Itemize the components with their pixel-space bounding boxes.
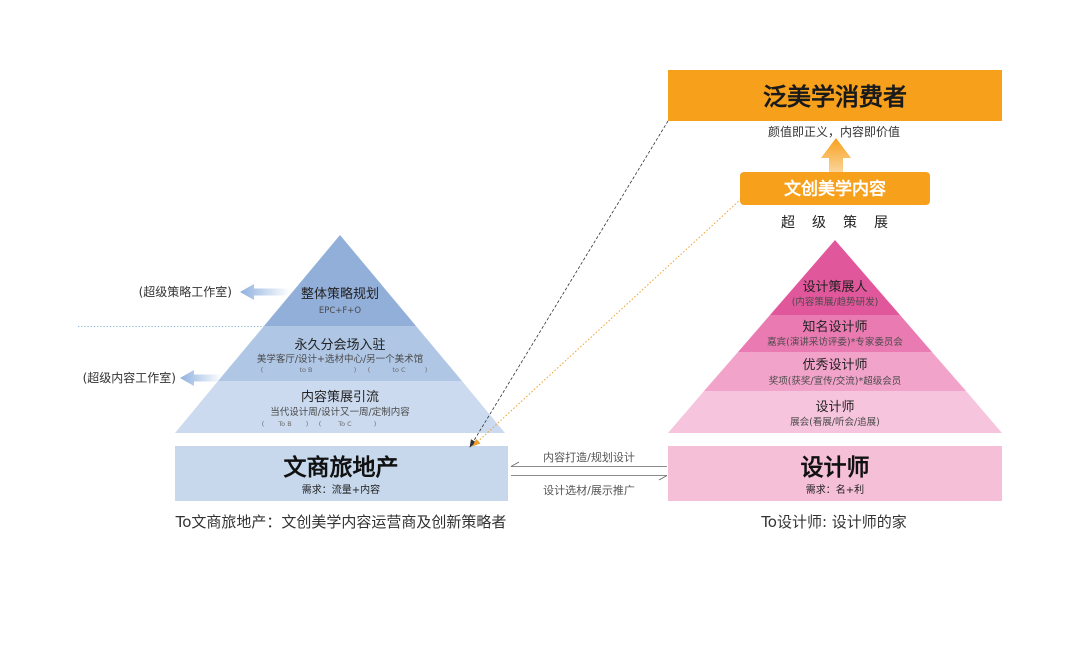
content-studio-label: (超级内容工作室)	[83, 370, 176, 385]
right-base-need: 需求：名+利	[806, 483, 864, 496]
tag-open-paren: (	[261, 366, 264, 374]
content-box: 文创美学内容	[740, 172, 930, 205]
right-pyramid: 设计策展人 (内容策展/趋势研发) 知名设计师 嘉宾(演讲采访评委)*专家委员会…	[668, 240, 1002, 433]
right-layer-sub: 展会(看展/听会/追展)	[790, 416, 880, 428]
consumer-block: 泛美学消费者 颜值即正义，内容即价值	[668, 70, 1002, 139]
content-studio-arrow-icon	[180, 370, 222, 386]
curation-label: 超级策展	[781, 214, 905, 231]
right-pyramid-layer-curator	[770, 240, 900, 315]
right-pyramid-layer-excellent	[704, 352, 966, 391]
tag-open-paren: (	[319, 420, 322, 428]
right-pyramid-layer-designer	[668, 391, 1002, 433]
left-pyramid: 整体策略规划 EPC+F+O 永久分会场入驻 美学客厅/设计+选材中心/另一个美…	[175, 235, 505, 433]
left-pyramid-layer-content	[175, 381, 505, 433]
strategy-studio-arrow-icon	[240, 284, 290, 300]
tag-label: To B	[277, 420, 291, 428]
right-base-title: 设计师	[801, 455, 870, 481]
tag-close-paren: )	[425, 366, 428, 374]
content-to-left-dotted-arrow	[472, 198, 742, 447]
consumer-title: 泛美学消费者	[763, 83, 907, 111]
exchange-to-left-label: 内容打造/规划设计	[543, 450, 635, 464]
right-layer-title: 知名设计师	[802, 319, 867, 335]
exchange-to-right-label: 设计选材/展示推广	[543, 483, 635, 497]
left-layer-title: 内容策展引流	[301, 389, 379, 405]
right-layer-sub: (内容策展/趋势研发)	[792, 296, 879, 308]
right-layer-sub: 嘉宾(演讲采访评委)*专家委员会	[767, 336, 903, 348]
right-base-block: 设计师 需求：名+利	[668, 446, 1002, 501]
tag-open-paren: (	[368, 366, 371, 374]
consumer-rect	[668, 70, 1002, 121]
tag-label: to B	[299, 366, 312, 374]
right-layer-title: 设计师	[815, 400, 854, 415]
tag-close-paren: )	[306, 420, 309, 428]
content-box-label: 文创美学内容	[784, 179, 886, 200]
left-base-need: 需求：流量+内容	[302, 483, 380, 496]
right-layer-title: 优秀设计师	[802, 358, 867, 373]
tag-close-paren: )	[354, 366, 357, 374]
left-layer-title: 永久分会场入驻	[294, 338, 385, 353]
left-base-block: 文商旅地产 需求：流量+内容	[175, 446, 508, 501]
left-base-rect	[175, 446, 508, 501]
content-box-rect	[740, 172, 930, 205]
right-base-rect	[668, 446, 1002, 501]
right-pyramid-layer-famous	[738, 315, 932, 352]
left-layer-sub: EPC+F+O	[319, 306, 362, 316]
right-layer-sub: 奖项(获奖/宣传/交流)*超级会员	[769, 375, 902, 387]
right-caption: To设计师: 设计师的家	[760, 513, 907, 531]
left-layer-title: 整体策略规划	[301, 286, 379, 302]
left-pyramid-layer-strategy	[264, 235, 416, 326]
left-base-title: 文商旅地产	[284, 454, 399, 481]
consumer-to-left-dashed-arrow	[469, 120, 669, 448]
tag-label: to C	[392, 366, 406, 374]
exchange-to-left-barb	[510, 461, 520, 467]
left-pyramid-layer-venue	[218, 326, 462, 381]
left-layer-sub: 当代设计周/设计又一周/定制内容	[270, 406, 410, 418]
strategy-studio-label: (超级策略工作室)	[139, 284, 232, 299]
consumer-slogan: 颜值即正义，内容即价值	[768, 124, 900, 139]
tag-label: To C	[337, 420, 352, 428]
up-arrow-icon	[821, 138, 851, 172]
left-layer-sub: 美学客厅/设计+选材中心/另一个美术馆	[257, 353, 423, 365]
exchange-arrows: 内容打造/规划设计 设计选材/展示推广	[510, 450, 668, 497]
left-side-labels: (超级策略工作室) (超级内容工作室)	[78, 284, 292, 386]
tag-open-paren: (	[262, 420, 265, 428]
exchange-to-right-barb	[658, 475, 668, 481]
right-layer-title: 设计策展人	[802, 279, 867, 295]
left-caption: To文商旅地产：文创美学内容运营商及创新策略者	[175, 513, 507, 531]
tag-close-paren: )	[374, 420, 377, 428]
